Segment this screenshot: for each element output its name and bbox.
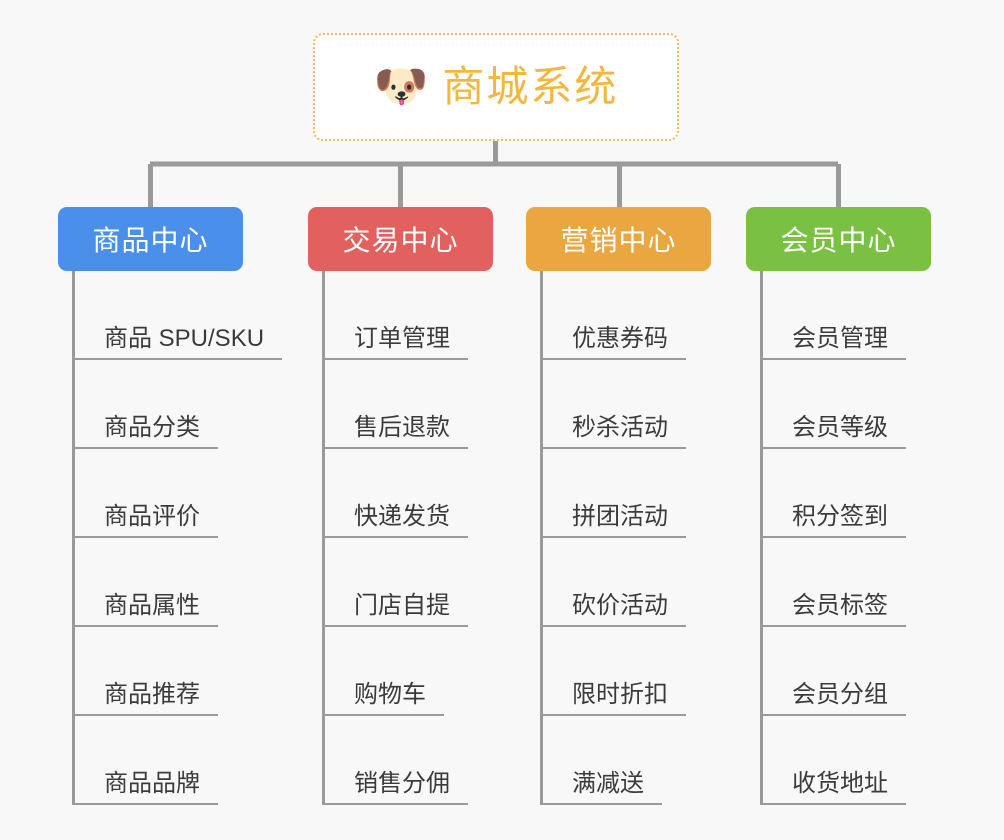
list-item-label: 会员管理 — [792, 325, 888, 352]
list-item-underline — [540, 803, 662, 805]
list-item[interactable]: 购物车 — [308, 627, 526, 716]
list-item-label: 会员等级 — [792, 414, 888, 441]
list-item[interactable]: 会员标签 — [746, 538, 964, 627]
branch-header-trade[interactable]: 交易中心 — [308, 207, 493, 271]
root-node[interactable]: 🐶 商城系统 — [313, 33, 679, 141]
list-item-label: 优惠券码 — [572, 325, 668, 352]
list-item[interactable]: 秒杀活动 — [526, 360, 744, 449]
list-item[interactable]: 会员管理 — [746, 271, 964, 360]
list-item-underline — [322, 536, 468, 538]
branch-trunk-line — [322, 271, 325, 805]
list-item-underline — [760, 625, 906, 627]
list-item-label: 商品 SPU/SKU — [104, 325, 265, 352]
list-item[interactable]: 商品 SPU/SKU — [58, 271, 308, 360]
list-item-underline — [540, 714, 686, 716]
root-node-label: 商城系统 — [442, 63, 619, 110]
list-item-underline — [322, 714, 444, 716]
list-item-label: 订单管理 — [354, 325, 450, 352]
list-item-label: 商品品牌 — [104, 770, 200, 797]
list-item[interactable]: 商品属性 — [58, 538, 308, 627]
list-item-label: 销售分佣 — [354, 770, 450, 797]
list-item[interactable]: 销售分佣 — [308, 716, 526, 805]
branch-trunk-line — [72, 271, 75, 805]
list-item[interactable]: 收货地址 — [746, 716, 964, 805]
list-item-label: 购物车 — [354, 681, 426, 708]
list-item[interactable]: 会员等级 — [746, 360, 964, 449]
branch-items-product: 商品 SPU/SKU 商品分类 商品评价 商品属性 商品推荐 商品品牌 — [58, 271, 308, 805]
list-item-underline — [760, 447, 906, 449]
list-item-label: 会员分组 — [792, 681, 888, 708]
list-item-underline — [322, 358, 468, 360]
list-item-underline — [72, 714, 218, 716]
branch-header-label: 会员中心 — [780, 225, 897, 256]
branch-header-label: 商品中心 — [92, 225, 209, 256]
list-item-underline — [322, 803, 468, 805]
list-item-underline — [322, 625, 468, 627]
list-item[interactable]: 会员分组 — [746, 627, 964, 716]
list-item-label: 会员标签 — [792, 592, 888, 619]
list-item-label: 售后退款 — [354, 414, 450, 441]
list-item-underline — [760, 536, 906, 538]
branch-header-label: 营销中心 — [560, 225, 677, 256]
list-item-underline — [72, 625, 218, 627]
list-item-label: 商品属性 — [104, 592, 200, 619]
list-item-underline — [540, 625, 686, 627]
list-item-label: 满减送 — [572, 770, 644, 797]
list-item-underline — [72, 536, 218, 538]
list-item[interactable]: 商品分类 — [58, 360, 308, 449]
list-item[interactable]: 门店自提 — [308, 538, 526, 627]
list-item-label: 商品评价 — [104, 503, 200, 530]
branch-items-trade: 订单管理 售后退款 快递发货 门店自提 购物车 销售分佣 — [308, 271, 526, 805]
list-item-underline — [72, 447, 218, 449]
branch-header-product[interactable]: 商品中心 — [58, 207, 243, 271]
list-item-underline — [540, 536, 686, 538]
list-item[interactable]: 砍价活动 — [526, 538, 744, 627]
list-item-label: 限时折扣 — [572, 681, 668, 708]
branch-trunk-line — [540, 271, 543, 805]
branch-column-trade: 交易中心 订单管理 售后退款 快递发货 门店自提 购物车 — [308, 207, 526, 805]
list-item[interactable]: 售后退款 — [308, 360, 526, 449]
branch-header-member[interactable]: 会员中心 — [746, 207, 931, 271]
list-item-label: 商品分类 — [104, 414, 200, 441]
list-item-label: 拼团活动 — [572, 503, 668, 530]
branch-column-product: 商品中心 商品 SPU/SKU 商品分类 商品评价 商品属性 商品推荐 — [58, 207, 308, 805]
list-item[interactable]: 满减送 — [526, 716, 744, 805]
list-item-underline — [540, 447, 686, 449]
list-item[interactable]: 商品品牌 — [58, 716, 308, 805]
list-item-underline — [760, 714, 906, 716]
list-item[interactable]: 优惠券码 — [526, 271, 744, 360]
list-item-label: 收货地址 — [792, 770, 888, 797]
list-item[interactable]: 商品推荐 — [58, 627, 308, 716]
list-item[interactable]: 订单管理 — [308, 271, 526, 360]
list-item-label: 砍价活动 — [572, 592, 668, 619]
list-item-label: 快递发货 — [354, 503, 450, 530]
list-item[interactable]: 积分签到 — [746, 449, 964, 538]
list-item-label: 秒杀活动 — [572, 414, 668, 441]
branch-trunk-line — [760, 271, 763, 805]
list-item[interactable]: 商品评价 — [58, 449, 308, 538]
list-item-underline — [322, 447, 468, 449]
list-item[interactable]: 限时折扣 — [526, 627, 744, 716]
list-item-underline — [540, 358, 686, 360]
list-item-label: 积分签到 — [792, 503, 888, 530]
list-item[interactable]: 快递发货 — [308, 449, 526, 538]
branch-header-label: 交易中心 — [342, 225, 459, 256]
branch-items-marketing: 优惠券码 秒杀活动 拼团活动 砍价活动 限时折扣 满减送 — [526, 271, 744, 805]
branch-items-member: 会员管理 会员等级 积分签到 会员标签 会员分组 收货地址 — [746, 271, 964, 805]
list-item-underline — [760, 803, 906, 805]
shiba-dog-face-icon: 🐶 — [373, 62, 429, 111]
list-item-underline — [72, 803, 218, 805]
list-item-label: 门店自提 — [354, 592, 450, 619]
list-item-underline — [760, 358, 906, 360]
branch-column-marketing: 营销中心 优惠券码 秒杀活动 拼团活动 砍价活动 限时折扣 — [526, 207, 744, 805]
list-item[interactable]: 拼团活动 — [526, 449, 744, 538]
list-item-underline — [72, 358, 282, 360]
list-item-label: 商品推荐 — [104, 681, 200, 708]
branch-header-marketing[interactable]: 营销中心 — [526, 207, 711, 271]
branch-column-member: 会员中心 会员管理 会员等级 积分签到 会员标签 会员分组 — [746, 207, 964, 805]
